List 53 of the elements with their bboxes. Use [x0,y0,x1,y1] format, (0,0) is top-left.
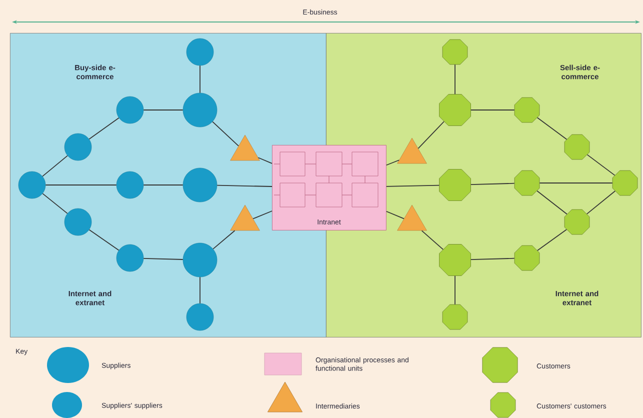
small-circle [116,171,144,199]
connector-line [252,210,272,220]
intermediary-triangle [230,134,260,161]
small-circle [64,133,92,161]
connector-line [536,190,568,215]
connector-line [88,117,120,140]
connector-line [212,230,236,250]
connector-line [454,275,456,305]
intermediary-triangle [230,204,260,231]
connector-line [258,157,272,164]
connector-line [216,184,272,187]
small-circle [116,244,144,272]
connector-line [586,154,616,176]
supplier-circle [182,242,218,278]
small-octagon [564,209,590,235]
small-octagon [442,304,468,330]
connector-line [143,184,184,186]
supplier-circle [182,92,218,128]
connector-line [454,64,456,95]
customer-octagon [439,94,471,126]
connector-line [42,155,68,177]
connector-line [45,184,117,186]
small-circle [64,208,92,236]
connector-line [418,121,444,149]
small-circle [186,38,214,66]
supplier-circle [182,168,218,202]
connector-line [421,230,444,250]
connector-line [42,193,68,214]
connector-line [470,182,515,185]
small-circle [186,303,214,331]
intermediary-triangle [397,204,427,231]
connector-line [212,121,239,146]
connector-line [386,160,400,166]
connector-line [386,184,440,187]
small-circle [116,96,144,124]
connector-line [88,229,120,251]
connector-line [586,190,616,214]
small-octagon [442,39,468,65]
small-octagon [564,134,590,160]
connector-line [386,210,404,220]
connector-line [536,117,568,140]
small-octagon [514,170,540,196]
customer-octagon [439,169,471,201]
intermediary-triangle [397,138,427,164]
connector-line [143,258,184,260]
small-octagon [612,170,638,196]
connector-line [539,182,613,184]
small-octagon [514,245,540,271]
connector-line [470,258,515,260]
customer-octagon [439,244,471,276]
connector-line [536,229,568,251]
small-circle [18,171,46,199]
small-octagon [514,97,540,123]
